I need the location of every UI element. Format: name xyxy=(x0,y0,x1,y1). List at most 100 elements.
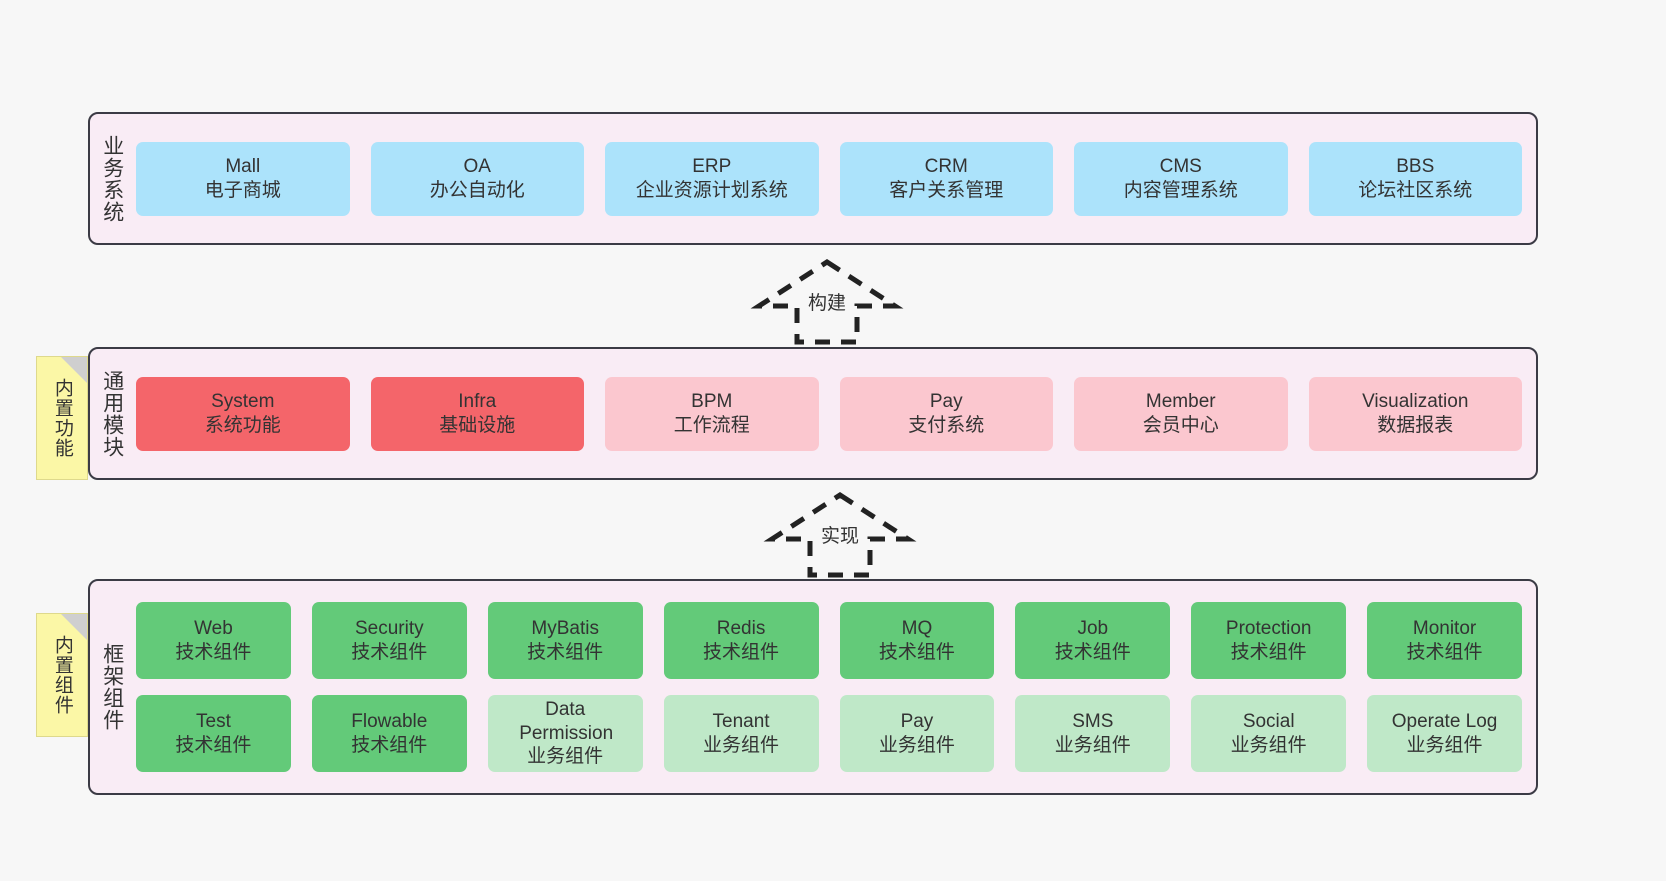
card-title-en: Protection xyxy=(1225,617,1312,639)
layer-body-common-module: System 系统功能 Infra 基础设施 BPM 工作流程 Pay 支付系统… xyxy=(134,349,1536,478)
card-title-en: BPM xyxy=(691,390,733,412)
card-title-cn: 业务组件 xyxy=(1230,734,1307,756)
card-row: Test 技术组件 Flowable 技术组件 Data Permission … xyxy=(136,695,1522,772)
sticky-note-builtin-function: 内置功能 xyxy=(36,356,88,480)
sticky-note-label: 内置功能 xyxy=(51,378,73,458)
layer-business-system: 业务系统 Mall 电子商城 OA 办公自动化 ERP 企业资源计划系统 CRM… xyxy=(88,112,1538,245)
card-mybatis[interactable]: MyBatis 技术组件 xyxy=(487,602,643,679)
card-title-en: Pay xyxy=(900,710,934,732)
layer-common-module: 通用模块 System 系统功能 Infra 基础设施 BPM 工作流程 Pay… xyxy=(88,347,1538,480)
card-title-cn: 论坛社区系统 xyxy=(1358,179,1473,201)
card-title-en: Web xyxy=(194,617,233,639)
card-protection[interactable]: Protection 技术组件 xyxy=(1191,602,1347,679)
card-title-cn: 技术组件 xyxy=(1406,641,1483,663)
card-pay-business[interactable]: Pay 业务组件 xyxy=(839,695,995,772)
card-title-cn: 业务组件 xyxy=(703,734,780,756)
card-title-en: BBS xyxy=(1396,155,1435,177)
card-sms[interactable]: SMS 业务组件 xyxy=(1015,695,1171,772)
card-title-en: Redis xyxy=(716,617,766,639)
card-erp[interactable]: ERP 企业资源计划系统 xyxy=(605,141,819,216)
card-title-cn: 业务组件 xyxy=(527,746,604,768)
card-system[interactable]: System 系统功能 xyxy=(136,376,350,451)
card-bpm[interactable]: BPM 工作流程 xyxy=(605,376,819,451)
card-title-en: System xyxy=(211,390,275,412)
card-title-en: Visualization xyxy=(1362,390,1469,412)
arrow-implement-label: 实现 xyxy=(819,521,862,548)
card-visualization[interactable]: Visualization 数据报表 xyxy=(1308,376,1522,451)
arrow-build: 构建 xyxy=(750,259,904,345)
card-title-cn: 内容管理系统 xyxy=(1123,179,1238,201)
card-title-cn: 技术组件 xyxy=(527,641,604,663)
card-title-cn: 电子商城 xyxy=(204,179,281,201)
card-title-en: Pay xyxy=(929,390,963,412)
card-title-cn: 技术组件 xyxy=(175,641,252,663)
card-title-cn: 技术组件 xyxy=(878,641,955,663)
card-title-en: Monitor xyxy=(1412,617,1477,639)
sticky-note-label: 内置组件 xyxy=(51,635,73,715)
layer-framework-component: 框架组件 Web 技术组件 Security 技术组件 MyBatis 技术组件… xyxy=(88,579,1538,795)
card-member[interactable]: Member 会员中心 xyxy=(1074,376,1288,451)
card-title-cn: 技术组件 xyxy=(1230,641,1307,663)
card-title-cn: 数据报表 xyxy=(1377,414,1454,436)
card-title-en: OA xyxy=(463,155,491,177)
card-test[interactable]: Test 技术组件 xyxy=(136,695,291,772)
card-mq[interactable]: MQ 技术组件 xyxy=(839,602,995,679)
card-title-en: Test xyxy=(196,710,231,732)
card-web[interactable]: Web 技术组件 xyxy=(136,602,291,679)
card-title-cn: 工作流程 xyxy=(673,414,750,436)
arrow-build-shape xyxy=(750,259,904,345)
card-operate-log[interactable]: Operate Log 业务组件 xyxy=(1367,695,1522,772)
card-title-cn: 业务组件 xyxy=(1054,734,1131,756)
card-title-cn: 办公自动化 xyxy=(429,179,525,201)
card-title-en: Operate Log xyxy=(1391,710,1498,732)
card-title-cn: 客户关系管理 xyxy=(889,179,1004,201)
layer-title-framework-component: 框架组件 xyxy=(100,643,124,731)
card-title-en: MQ xyxy=(901,617,933,639)
card-row: Web 技术组件 Security 技术组件 MyBatis 技术组件 Redi… xyxy=(136,602,1522,679)
layer-body-business-system: Mall 电子商城 OA 办公自动化 ERP 企业资源计划系统 CRM 客户关系… xyxy=(134,114,1536,243)
card-bbs[interactable]: BBS 论坛社区系统 xyxy=(1308,141,1522,216)
page-fold-corner-icon xyxy=(61,357,87,383)
layer-title-common-module: 通用模块 xyxy=(100,369,124,458)
card-title-en: Job xyxy=(1077,617,1109,639)
card-title-cn: 技术组件 xyxy=(175,734,252,756)
arrow-build-label: 构建 xyxy=(806,288,849,315)
card-title-en: Tenant xyxy=(712,710,770,732)
card-security[interactable]: Security 技术组件 xyxy=(311,602,467,679)
card-redis[interactable]: Redis 技术组件 xyxy=(663,602,819,679)
card-tenant[interactable]: Tenant 业务组件 xyxy=(663,695,819,772)
card-row: System 系统功能 Infra 基础设施 BPM 工作流程 Pay 支付系统… xyxy=(136,376,1522,451)
card-title-en: Infra xyxy=(458,390,497,412)
card-infra[interactable]: Infra 基础设施 xyxy=(370,376,584,451)
card-title-cn: 技术组件 xyxy=(351,641,428,663)
card-title-en: MyBatis xyxy=(531,617,599,639)
card-title-en: ERP xyxy=(692,155,732,177)
card-title-cn: 业务组件 xyxy=(1406,734,1483,756)
card-title-en: Social xyxy=(1242,710,1295,732)
card-title-en: Mall xyxy=(225,155,261,177)
card-pay[interactable]: Pay 支付系统 xyxy=(839,376,1053,451)
card-data-permission[interactable]: Data Permission 业务组件 xyxy=(487,695,643,772)
card-job[interactable]: Job 技术组件 xyxy=(1015,602,1171,679)
card-title-en: CMS xyxy=(1159,155,1202,177)
card-mall[interactable]: Mall 电子商城 xyxy=(136,141,350,216)
card-title-en: Data Permission xyxy=(519,698,614,744)
card-title-cn: 技术组件 xyxy=(1054,641,1131,663)
card-title-cn: 基础设施 xyxy=(439,414,516,436)
card-social[interactable]: Social 业务组件 xyxy=(1191,695,1347,772)
card-cms[interactable]: CMS 内容管理系统 xyxy=(1074,141,1288,216)
card-flowable[interactable]: Flowable 技术组件 xyxy=(311,695,467,772)
page-fold-corner-icon xyxy=(61,614,87,640)
card-title-cn: 企业资源计划系统 xyxy=(635,179,788,201)
card-oa[interactable]: OA 办公自动化 xyxy=(370,141,584,216)
card-row: Mall 电子商城 OA 办公自动化 ERP 企业资源计划系统 CRM 客户关系… xyxy=(136,141,1522,216)
card-crm[interactable]: CRM 客户关系管理 xyxy=(839,141,1053,216)
card-title-cn: 系统功能 xyxy=(204,414,281,436)
card-monitor[interactable]: Monitor 技术组件 xyxy=(1367,602,1522,679)
arrow-implement: 实现 xyxy=(763,492,917,578)
card-title-en: Security xyxy=(354,617,424,639)
layer-body-framework-component: Web 技术组件 Security 技术组件 MyBatis 技术组件 Redi… xyxy=(134,581,1536,793)
card-title-cn: 业务组件 xyxy=(878,734,955,756)
card-title-cn: 技术组件 xyxy=(351,734,428,756)
